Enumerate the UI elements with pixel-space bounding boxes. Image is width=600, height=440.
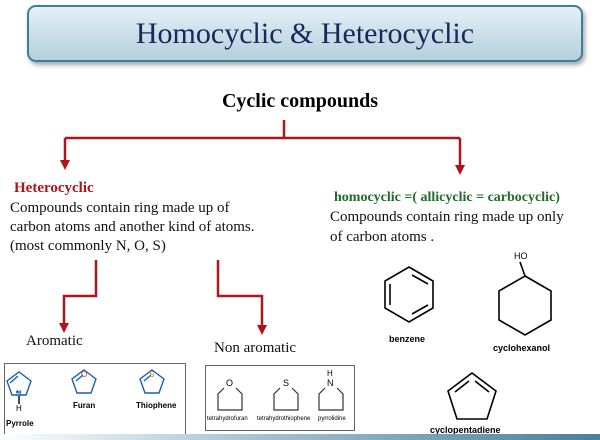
pyrrole-hydrogen: H — [16, 404, 22, 413]
pyrrole-label: Pyrrole — [6, 419, 34, 428]
heterocyclic-line-1: Compounds contain ring made up of — [10, 200, 230, 216]
page-title: Homocyclic & Heterocyclic — [135, 16, 475, 50]
thiophene-sulfur: S — [149, 370, 155, 379]
tht-label: tetrahydrothiophene — [257, 416, 311, 422]
thiophene-label: Thiophene — [136, 401, 177, 410]
pyrrole-ring — [6, 371, 32, 396]
homocyclic-line-2: of carbon atoms . — [330, 229, 435, 245]
title-banner: Homocyclic & Heterocyclic — [27, 5, 583, 62]
pyrrole-nitrogen: N — [16, 389, 22, 398]
non-aromatic-label: Non aromatic — [214, 340, 297, 356]
furan-label: Furan — [73, 401, 96, 410]
pyrrolidine-nitrogen: N — [327, 378, 334, 388]
hydroxyl-label: HO — [514, 251, 528, 261]
heterocyclic-title: Heterocyclic — [14, 180, 94, 196]
benzene-ring — [384, 266, 434, 323]
pyrrolidine-hydrogen: H — [327, 369, 333, 378]
benzene-label: benzene — [389, 334, 426, 344]
heterocyclic-line-3: (most commonly N, O, S) — [10, 238, 166, 254]
diagram-heading: Cyclic compounds — [221, 90, 379, 112]
cyclopentadiene-ring — [447, 372, 497, 420]
cyclohexanol-label: cyclohexanol — [493, 343, 551, 353]
thf-oxygen: O — [226, 378, 234, 388]
non-aromatic-examples-box — [205, 365, 355, 431]
homocyclic-title: homocyclic =( allicyclic = carbocyclic) — [334, 190, 560, 205]
aromatic-label: Aromatic — [26, 333, 83, 349]
thiophene-ring — [139, 369, 165, 394]
cyclopentadiene-label: cyclopentadiene — [430, 425, 501, 435]
pyrrolidine-label: pyrrolidine — [318, 416, 346, 422]
tht-sulfur: S — [283, 378, 290, 388]
footer-accent-bar — [0, 434, 600, 440]
heterocyclic-line-2: carbon atoms and another kind of atoms. — [10, 219, 255, 235]
cyclohexanol-ring — [498, 275, 552, 336]
thf-label: tetrahydrofuran — [207, 416, 248, 422]
thf-ring — [217, 387, 243, 411]
aromatic-examples-box — [4, 363, 186, 436]
pyrrolidine-ring — [318, 387, 344, 411]
furan-oxygen: O — [81, 370, 88, 379]
furan-ring — [71, 369, 97, 394]
arrow-to-aromatic — [59, 260, 98, 333]
tht-ring — [273, 387, 299, 411]
homocyclic-line-1: Compounds contain ring made up only — [330, 209, 564, 225]
arrow-to-non-aromatic — [216, 260, 267, 335]
